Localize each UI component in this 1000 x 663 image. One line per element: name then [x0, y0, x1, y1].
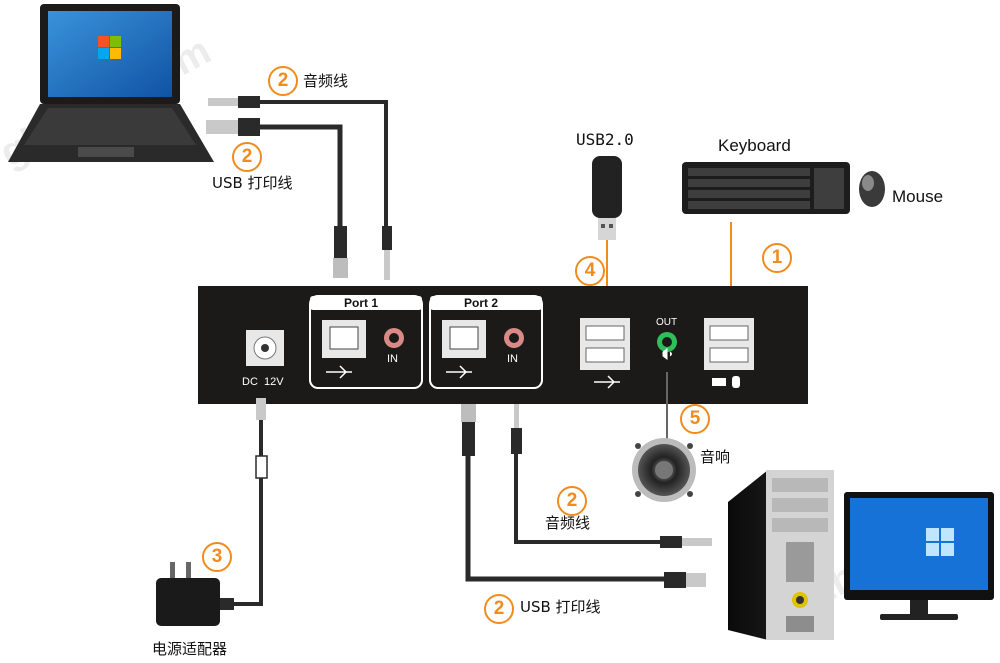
marker-2-top-usb: 2	[232, 142, 262, 172]
desktop-pc-icon	[728, 470, 834, 640]
power-adapter-icon	[156, 562, 220, 626]
keyboard-icon	[682, 162, 850, 214]
port2-title: Port 2	[464, 296, 499, 310]
marker-4-usb: 4	[575, 256, 605, 286]
label-usb-print-cable-top: USB 打印线	[212, 174, 293, 192]
label-usb-print-cable-bottom: USB 打印线	[520, 598, 601, 616]
label-audio-cable-bottom: 音频线	[545, 514, 591, 532]
port2-in-label: IN	[507, 353, 518, 365]
marker-3-power: 3	[202, 542, 232, 572]
marker-5-speaker: 5	[680, 404, 710, 434]
monitor-icon	[844, 492, 994, 620]
laptop-icon	[8, 4, 214, 162]
speaker-icon	[632, 438, 696, 502]
top-audio-cable	[208, 96, 392, 280]
bottom-usb-cable	[461, 404, 706, 588]
label-mouse: Mouse	[892, 187, 944, 206]
port1-title: Port 1	[344, 296, 379, 310]
bottom-audio-cable	[511, 404, 712, 548]
label-audio-cable-top: 音频线	[303, 72, 349, 90]
label-speaker: 音响	[700, 448, 731, 466]
top-usb-cable	[206, 118, 348, 278]
marker-1-keyboard: 1	[762, 243, 792, 273]
usb-drive-icon	[592, 156, 622, 240]
label-keyboard: Keyboard	[718, 136, 791, 155]
marker-2-bottom-usb: 2	[484, 594, 514, 624]
marker-2-top-audio: 2	[268, 66, 298, 96]
port1-in-label: IN	[387, 353, 398, 365]
power-cable	[216, 398, 268, 610]
out-label: OUT	[656, 317, 678, 328]
label-usb2: USB2.0	[576, 130, 634, 149]
mouse-icon	[859, 171, 885, 207]
label-power-adapter: 电源适配器	[152, 640, 228, 658]
kvm-switch-device	[198, 286, 808, 404]
marker-2-bottom-audio: 2	[557, 486, 587, 516]
dc-label: DC 12V	[242, 376, 284, 388]
